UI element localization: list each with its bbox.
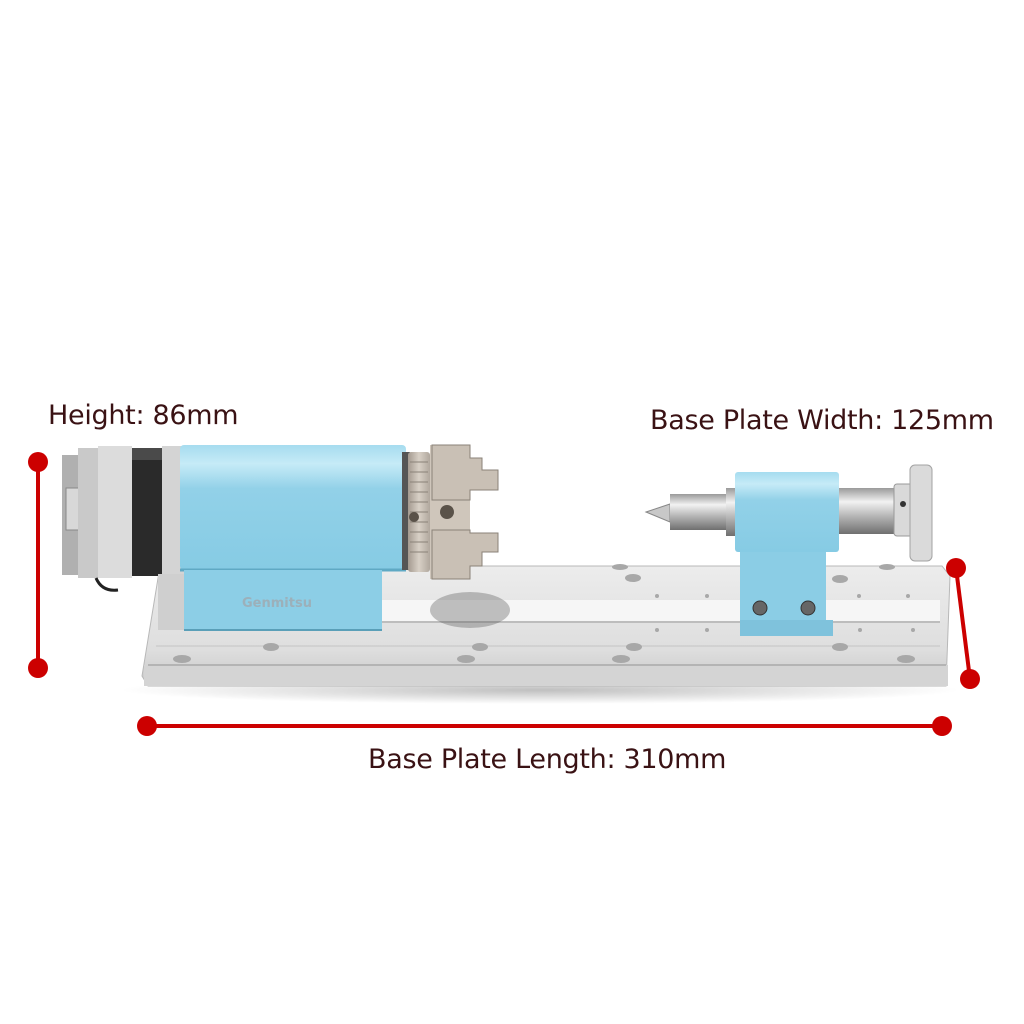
width-label: Base Plate Width: 125mm xyxy=(650,405,994,436)
stepper-motor xyxy=(62,446,184,592)
width-dimension xyxy=(946,558,980,689)
headstock: Genmitsu xyxy=(158,445,406,631)
brand-mark: Genmitsu xyxy=(242,596,312,611)
height-label: Height: 86mm xyxy=(48,400,239,431)
height-dimension xyxy=(28,452,48,678)
length-dimension xyxy=(137,716,952,736)
tailstock xyxy=(644,464,933,636)
chuck xyxy=(402,444,499,580)
length-label: Base Plate Length: 310mm xyxy=(368,744,727,775)
